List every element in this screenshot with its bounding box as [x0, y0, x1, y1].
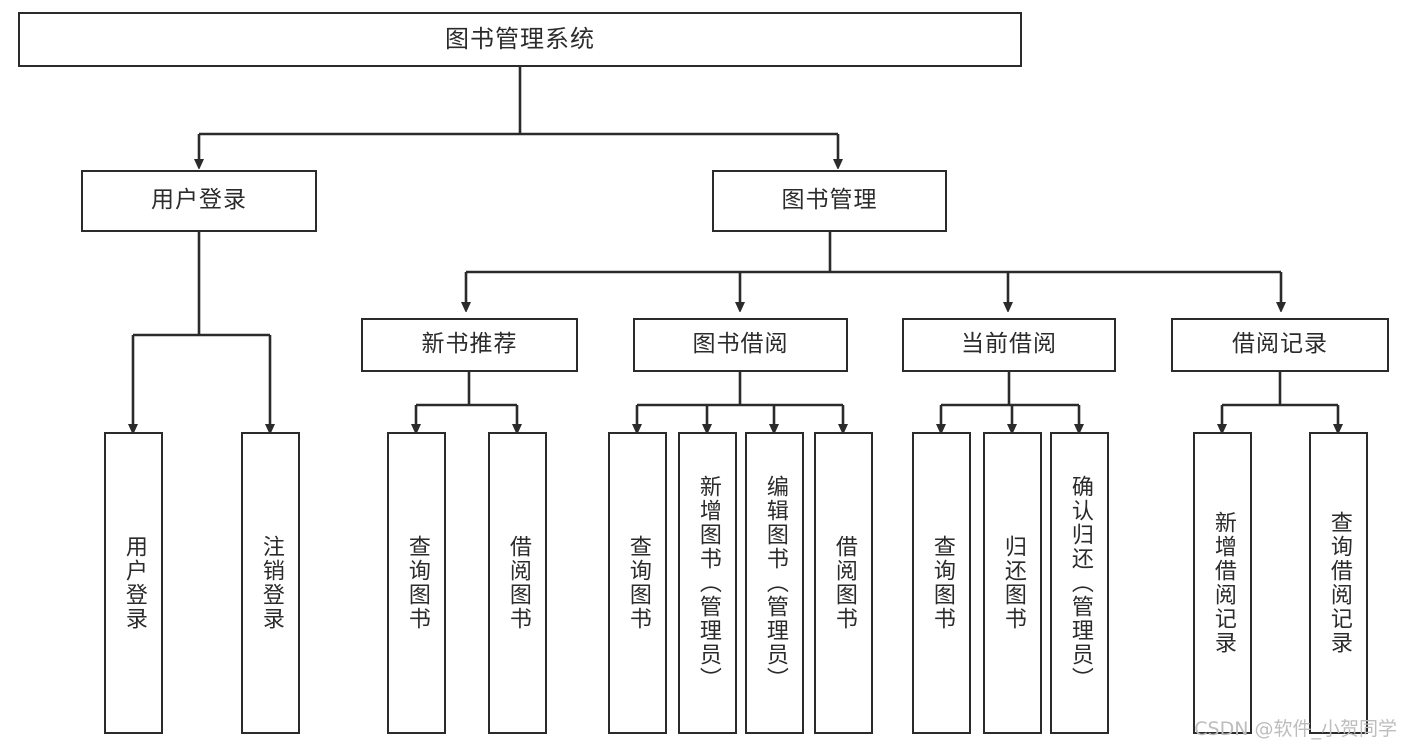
node-leaf-borrow-book-rec-label: 借阅图书 [505, 535, 531, 631]
node-root-label: 图书管理系统 [445, 25, 595, 54]
node-leaf-query-book-borrow-label: 查询图书 [625, 535, 651, 631]
node-leaf-borrow-book-rec[interactable]: 借阅图书 [488, 432, 547, 734]
node-leaf-add-borrow-record-label: 新增借阅记录 [1210, 511, 1236, 655]
node-leaf-add-borrow-record[interactable]: 新增借阅记录 [1193, 432, 1252, 734]
node-leaf-query-borrow-record[interactable]: 查询借阅记录 [1309, 432, 1368, 734]
watermark-text: CSDN @软件_小贺同学 [1194, 718, 1397, 740]
node-borrow-record-label: 借阅记录 [1232, 331, 1328, 358]
node-current-borrow[interactable]: 当前借阅 [902, 318, 1116, 372]
node-leaf-confirm-return-admin-label: 确认归还（管理员） [1067, 475, 1093, 691]
node-book-manage[interactable]: 图书管理 [712, 170, 947, 232]
node-leaf-logout-label: 注销登录 [258, 535, 284, 631]
node-borrow-record[interactable]: 借阅记录 [1171, 318, 1389, 372]
node-user-login-label: 用户登录 [151, 187, 247, 214]
node-leaf-add-book-admin[interactable]: 新增图书（管理员） [678, 432, 737, 734]
node-leaf-query-book-current-label: 查询图书 [929, 535, 955, 631]
node-leaf-logout[interactable]: 注销登录 [241, 432, 300, 734]
node-leaf-return-book-label: 归还图书 [1000, 535, 1026, 631]
node-new-book-rec[interactable]: 新书推荐 [361, 318, 578, 372]
node-leaf-confirm-return-admin[interactable]: 确认归还（管理员） [1050, 432, 1109, 734]
node-leaf-query-book-current[interactable]: 查询图书 [912, 432, 971, 734]
node-leaf-edit-book-admin[interactable]: 编辑图书（管理员） [745, 432, 804, 734]
node-new-book-rec-label: 新书推荐 [421, 331, 518, 358]
node-leaf-borrow-book[interactable]: 借阅图书 [814, 432, 873, 734]
node-leaf-return-book[interactable]: 归还图书 [983, 432, 1042, 734]
node-leaf-user-login-label: 用户登录 [121, 535, 147, 631]
node-book-manage-label: 图书管理 [781, 187, 878, 214]
node-root[interactable]: 图书管理系统 [18, 12, 1022, 67]
node-leaf-query-book-rec[interactable]: 查询图书 [387, 432, 446, 734]
node-leaf-query-book-rec-label: 查询图书 [404, 535, 430, 631]
node-leaf-user-login[interactable]: 用户登录 [104, 432, 163, 734]
node-leaf-edit-book-admin-label: 编辑图书（管理员） [762, 475, 788, 691]
node-book-borrow[interactable]: 图书借阅 [633, 318, 848, 372]
node-current-borrow-label: 当前借阅 [961, 331, 1057, 358]
node-leaf-query-borrow-record-label: 查询借阅记录 [1326, 511, 1352, 655]
node-leaf-borrow-book-label: 借阅图书 [831, 535, 857, 631]
node-leaf-add-book-admin-label: 新增图书（管理员） [695, 475, 721, 691]
node-leaf-query-book-borrow[interactable]: 查询图书 [608, 432, 667, 734]
node-user-login[interactable]: 用户登录 [81, 170, 317, 232]
node-book-borrow-label: 图书借阅 [692, 331, 789, 358]
